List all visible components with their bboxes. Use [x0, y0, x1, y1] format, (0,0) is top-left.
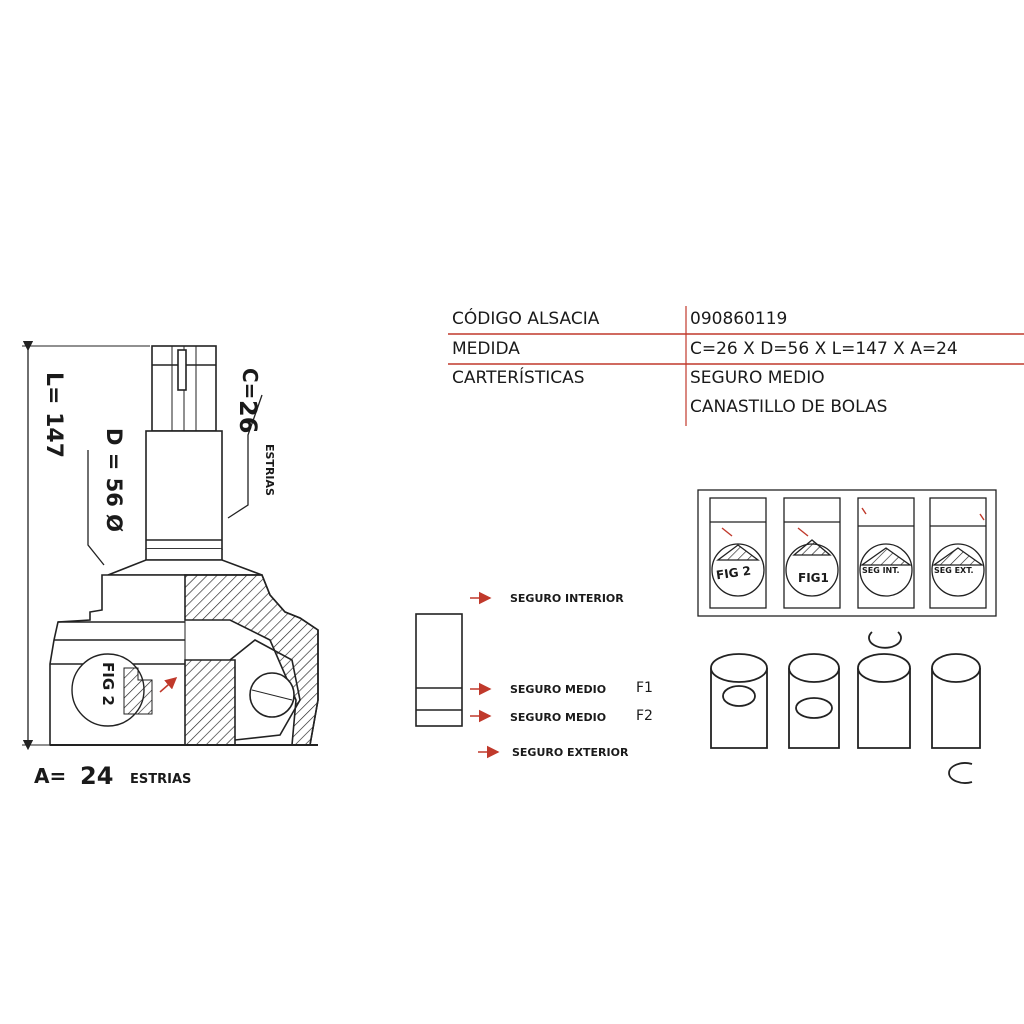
- seguro-diagram: [415, 591, 500, 759]
- seguro-medio-1-tag: F1: [636, 680, 653, 696]
- spec-value-feature-1: SEGURO MEDIO: [690, 368, 825, 388]
- cylinder-4: [931, 653, 981, 784]
- snap-ring-cylinders: [710, 631, 981, 784]
- seguro-medio-1-label: SEGURO MEDIO: [510, 683, 607, 696]
- seguro-interior-label: SEGURO INTERIOR: [510, 592, 624, 605]
- seguro-exterior-label: SEGURO EXTERIOR: [512, 746, 629, 759]
- cylinder-2: [788, 653, 840, 749]
- spec-table-lines: [448, 306, 1024, 426]
- a-value: 24: [80, 762, 114, 790]
- c-value: 26: [234, 400, 262, 434]
- seguro-medio-2-label: SEGURO MEDIO: [510, 711, 607, 724]
- spec-label-features: CARTERÍSTICAS: [452, 368, 585, 388]
- a-unit: ESTRIAS: [130, 772, 192, 787]
- panel-fig1: [783, 497, 841, 609]
- cv-joint-drawing: [22, 340, 319, 751]
- c-unit: ESTRIAS: [263, 444, 276, 496]
- panel-seg-int: [857, 497, 915, 609]
- spec-label-code: CÓDIGO ALSACIA: [452, 309, 600, 329]
- panel-2-label: FIG1: [798, 571, 829, 585]
- spec-value-feature-2: CANASTILLO DE BOLAS: [690, 397, 888, 417]
- panel-4-label: SEG EXT.: [934, 566, 974, 575]
- a-label: A=: [34, 764, 67, 788]
- cylinder-1: [710, 653, 768, 749]
- length-label: L= 147: [41, 372, 66, 459]
- spec-label-size: MEDIDA: [452, 339, 520, 359]
- spec-value-code: 090860119: [690, 309, 788, 329]
- figure-panels: [697, 489, 997, 617]
- joint-fig-label: FIG 2: [99, 662, 117, 706]
- spec-value-size: C=26 X D=56 X L=147 X A=24: [690, 339, 958, 359]
- panel-fig2: [709, 497, 767, 609]
- d-label: D = 56 Ø: [102, 428, 126, 533]
- panel-3-label: SEG INT.: [862, 566, 900, 575]
- c-label: C=: [238, 368, 262, 400]
- cylinder-3: [857, 631, 911, 749]
- panel-seg-ext: [929, 497, 987, 609]
- seguro-medio-2-tag: F2: [636, 708, 653, 724]
